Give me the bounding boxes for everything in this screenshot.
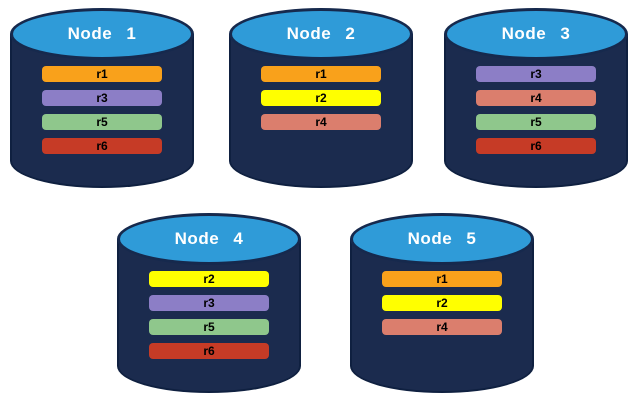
cylinder-top: Node 4	[117, 213, 301, 265]
database-node: Node 3 r3 r4 r5 r6	[444, 8, 628, 188]
replica-bar-r5: r5	[476, 114, 596, 130]
cylinder-top: Node 1	[10, 8, 194, 60]
replica-bar-r6: r6	[476, 138, 596, 154]
node-label: Node 5	[407, 229, 477, 248]
replica-bar-r6: r6	[149, 343, 269, 359]
replica-bar-r5: r5	[149, 319, 269, 335]
replica-bar-r4: r4	[382, 319, 502, 335]
node-label: Node 2	[286, 24, 356, 43]
replica-bar-r1: r1	[382, 271, 502, 287]
replica-list: r3 r4 r5 r6	[476, 66, 596, 154]
replica-list: r2 r3 r5 r6	[149, 271, 269, 359]
replica-bar-r4: r4	[261, 114, 381, 130]
node-label: Node 3	[501, 24, 571, 43]
node-label: Node 4	[174, 229, 244, 248]
cylinder-top: Node 3	[444, 8, 628, 60]
database-node: Node 5 r1 r2 r4	[350, 213, 534, 393]
replica-list: r1 r3 r5 r6	[42, 66, 162, 154]
replica-bar-r1: r1	[261, 66, 381, 82]
cylinder-top: Node 2	[229, 8, 413, 60]
replica-bar-r3: r3	[149, 295, 269, 311]
replica-bar-r4: r4	[476, 90, 596, 106]
replica-bar-r2: r2	[261, 90, 381, 106]
replica-list: r1 r2 r4	[261, 66, 381, 130]
cylinder-top: Node 5	[350, 213, 534, 265]
replica-bar-r6: r6	[42, 138, 162, 154]
database-node: Node 4 r2 r3 r5 r6	[117, 213, 301, 393]
replica-bar-r3: r3	[42, 90, 162, 106]
database-node: Node 2 r1 r2 r4	[229, 8, 413, 188]
replica-bar-r3: r3	[476, 66, 596, 82]
node-label: Node 1	[67, 24, 137, 43]
database-node: Node 1 r1 r3 r5 r6	[10, 8, 194, 188]
replica-list: r1 r2 r4	[382, 271, 502, 335]
replica-bar-r2: r2	[149, 271, 269, 287]
replica-bar-r5: r5	[42, 114, 162, 130]
replica-bar-r2: r2	[382, 295, 502, 311]
replica-bar-r1: r1	[42, 66, 162, 82]
